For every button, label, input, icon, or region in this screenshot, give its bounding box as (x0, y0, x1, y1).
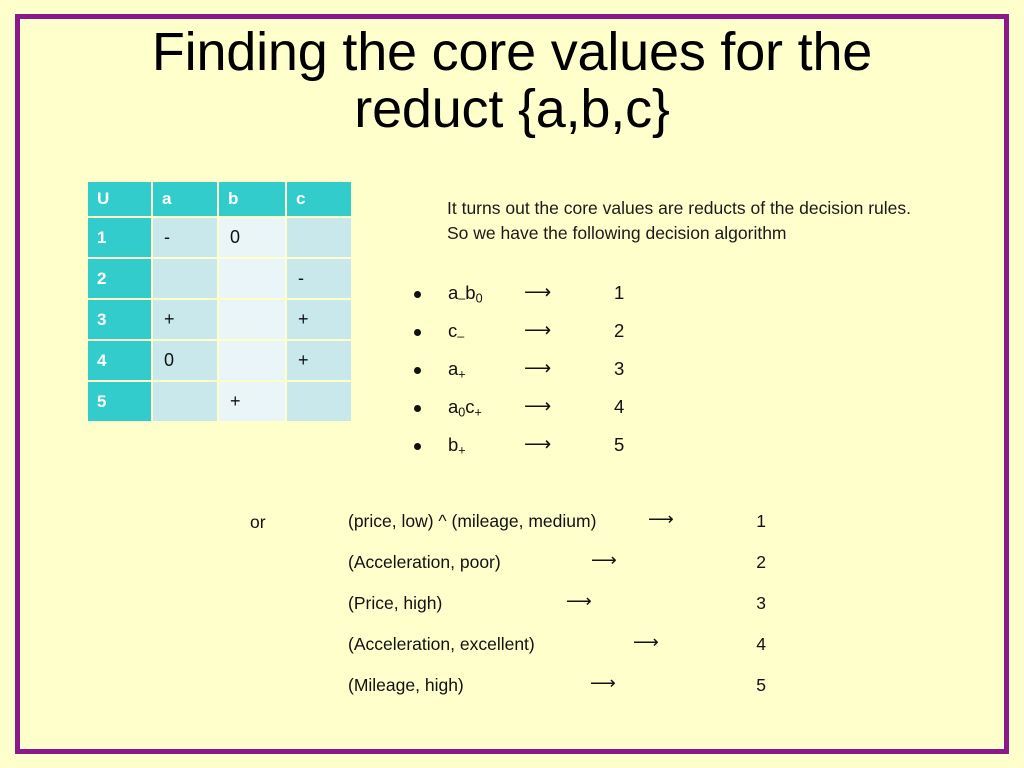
table-row-id: 2 (88, 259, 151, 298)
bullet-icon (414, 405, 421, 412)
or-label: or (250, 512, 266, 532)
rule-decision: 2 (614, 320, 625, 341)
verbose-rules-list: (price, low) ^ (mileage, medium) ⟶ 1 (Accel… (348, 509, 778, 716)
verbose-rule-item: (Mileage, high) ⟶ 5 (348, 673, 778, 716)
rule-condition: c– (448, 320, 465, 344)
explanatory-paragraph: It turns out the core values are reducts… (447, 198, 911, 243)
table-header-a: a (153, 182, 217, 216)
right-arrow-icon: ⟶ (591, 550, 617, 570)
decision-rules-list: a–b0 ⟶ 1 c– ⟶ 2 a+ ⟶ 3 a0c+ ⟶ 4 b+ ⟶ 5 (414, 282, 834, 472)
rule-decision: 1 (614, 282, 625, 303)
verbose-rule-decision: 2 (756, 552, 766, 572)
page-title: Finding the core values for the reduct {… (151, 22, 873, 139)
table-cell-c: + (287, 300, 351, 339)
table-cell-a: + (153, 300, 217, 339)
table-cell-c (287, 218, 351, 257)
table-row: 5+ (88, 382, 351, 421)
rule-decision: 5 (614, 434, 625, 455)
table-cell-a: - (153, 218, 217, 257)
verbose-rule-condition: (Price, high) (348, 593, 443, 613)
right-arrow-icon: ⟶ (524, 282, 551, 303)
table-cell-b (219, 341, 285, 380)
table-row-id: 4 (88, 341, 151, 380)
table-cell-c: - (287, 259, 351, 298)
rule-condition: a–b0 (448, 282, 483, 306)
verbose-rule-condition: (price, low) ^ (mileage, medium) (348, 511, 597, 531)
verbose-rule-condition: (Acceleration, poor) (348, 552, 501, 572)
right-arrow-icon: ⟶ (524, 358, 551, 379)
table-row-id: 3 (88, 300, 151, 339)
table-header-u: U (88, 182, 151, 216)
rule-condition: b+ (448, 434, 466, 458)
verbose-rule-condition: (Mileage, high) (348, 675, 464, 695)
verbose-rule-item: (Acceleration, poor) ⟶ 2 (348, 550, 778, 593)
table-cell-b (219, 259, 285, 298)
table-row-id: 1 (88, 218, 151, 257)
table-header-b: b (219, 182, 285, 216)
table-row-id: 5 (88, 382, 151, 421)
right-arrow-icon: ⟶ (524, 434, 551, 455)
decision-rule-item: b+ ⟶ 5 (414, 434, 834, 472)
decision-rule-item: a+ ⟶ 3 (414, 358, 834, 396)
rule-condition: a+ (448, 358, 466, 382)
right-arrow-icon: ⟶ (633, 632, 659, 652)
table-row: 3++ (88, 300, 351, 339)
right-arrow-icon: ⟶ (524, 396, 551, 417)
decision-rule-item: a0c+ ⟶ 4 (414, 396, 834, 434)
table-cell-c (287, 382, 351, 421)
verbose-rule-item: (Acceleration, excellent) ⟶ 4 (348, 632, 778, 675)
table-cell-b: 0 (219, 218, 285, 257)
verbose-rule-item: (price, low) ^ (mileage, medium) ⟶ 1 (348, 509, 778, 552)
table-row: 1-0 (88, 218, 351, 257)
rule-decision: 3 (614, 358, 625, 379)
verbose-rule-decision: 5 (756, 675, 766, 695)
decision-rule-item: a–b0 ⟶ 1 (414, 282, 834, 320)
table-cell-a: 0 (153, 341, 217, 380)
right-arrow-icon: ⟶ (590, 673, 616, 693)
table-cell-b: + (219, 382, 285, 421)
bullet-icon (414, 291, 421, 298)
table-cell-a (153, 382, 217, 421)
rule-decision: 4 (614, 396, 625, 417)
right-arrow-icon: ⟶ (524, 320, 551, 341)
decision-rule-item: c– ⟶ 2 (414, 320, 834, 358)
rule-condition: a0c+ (448, 396, 482, 420)
verbose-rule-condition: (Acceleration, excellent) (348, 634, 535, 654)
right-arrow-icon: ⟶ (566, 591, 592, 611)
verbose-rule-decision: 4 (756, 634, 766, 654)
table-header-row: U a b c (88, 182, 351, 216)
table-row: 2- (88, 259, 351, 298)
right-arrow-icon: ⟶ (648, 509, 674, 529)
table-cell-c: + (287, 341, 351, 380)
bullet-icon (414, 329, 421, 336)
verbose-rule-item: (Price, high) ⟶ 3 (348, 591, 778, 634)
bullet-icon (414, 443, 421, 450)
verbose-rule-decision: 3 (756, 593, 766, 613)
bullet-icon (414, 367, 421, 374)
verbose-rule-decision: 1 (756, 511, 766, 531)
table-cell-b (219, 300, 285, 339)
table-header-c: c (287, 182, 351, 216)
table-cell-a (153, 259, 217, 298)
